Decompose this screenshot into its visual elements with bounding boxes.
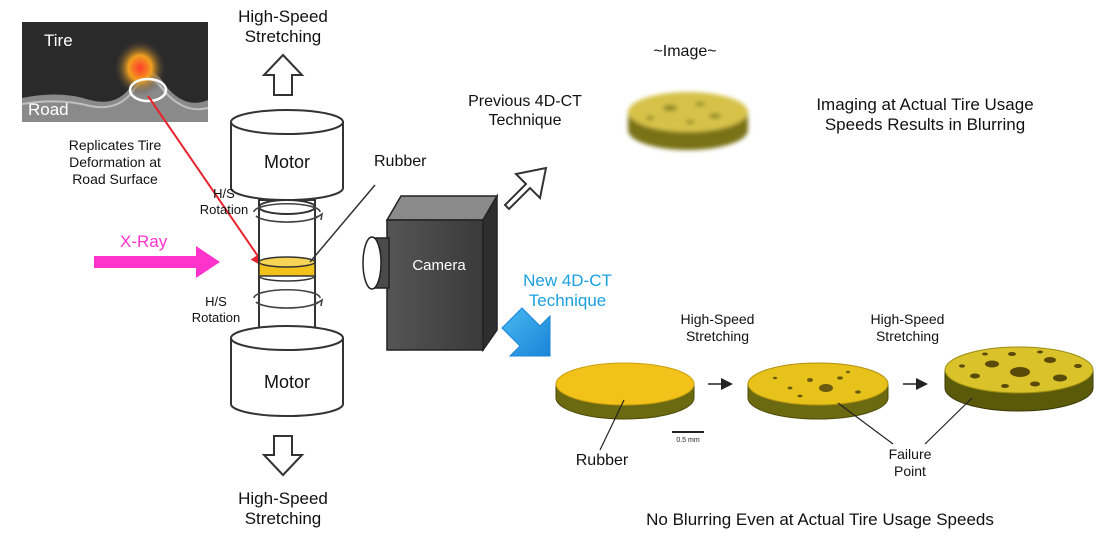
no-blurring-result-label: No Blurring Even at Actual Tire Usage Sp… [560,510,1080,530]
new-rubber-label: Rubber [562,451,642,470]
sample-disk-intact [556,363,694,419]
stretch-step2-label: High-Speed Stretching [850,311,965,345]
top-motor-label: Motor [231,152,343,174]
sample-disk-partial-failure [748,363,888,419]
new-technique-label: New 4D-CT Technique [500,271,635,312]
blurred-sample-disk [628,92,748,150]
xray-label: X-Ray [120,232,167,252]
scale-label: 0.5 mm [676,437,700,444]
bottom-motor-cylinder [231,326,343,416]
lower-rotation-label: H/S Rotation [180,294,252,325]
previous-technique-label: Previous 4D-CT Technique [440,92,610,130]
bottom-stretch-arrow [264,436,302,475]
previous-technique-arrow [505,168,546,209]
failure-pointer-2 [925,398,972,444]
inset-road-label: Road [28,100,69,120]
camera-label: Camera [404,257,474,275]
sample-disk-failure [945,347,1093,411]
top-stretch-arrow [264,55,302,95]
rubber-label: Rubber [374,152,426,171]
bottom-motor-label: Motor [231,372,343,394]
inset-tire-label: Tire [44,31,73,51]
top-stretch-label: High-Speed Stretching [208,7,358,48]
failure-point-label: Failure Point [870,446,950,480]
blurring-result-label: Imaging at Actual Tire Usage Speeds Resu… [770,95,1080,136]
image-heading: ~Image~ [620,42,750,61]
stretch-step1-label: High-Speed Stretching [660,311,775,345]
inset-caption: Replicates Tire Deformation at Road Surf… [20,137,210,187]
upper-rotation-label: H/S Rotation [188,186,260,217]
bottom-stretch-label: High-Speed Stretching [208,489,358,530]
new-technique-arrow [502,308,550,356]
